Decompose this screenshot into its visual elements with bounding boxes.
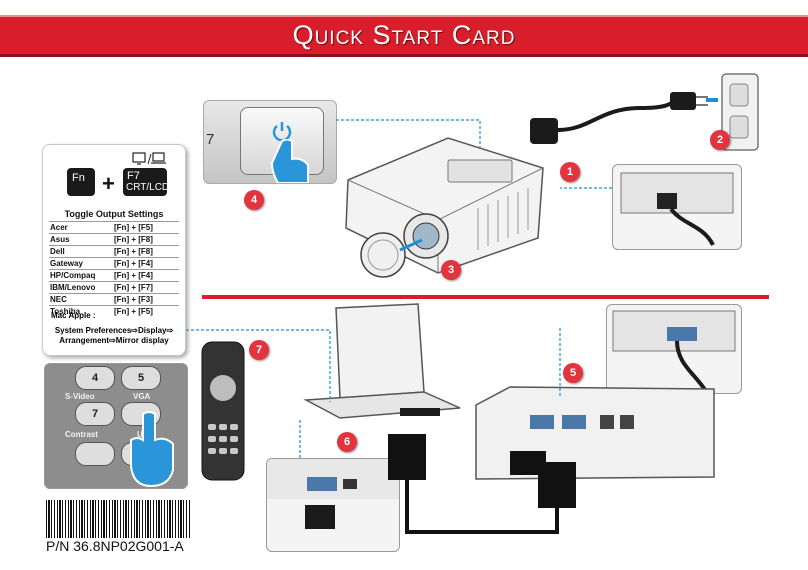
brand-name: NEC [49,293,113,306]
key-combo: [Fn] + [F7] [113,281,179,294]
key-4: 4 [75,366,115,390]
toggle-row: HP/Compaq[Fn] + [F4] [49,269,179,282]
vga-label: VGA [133,392,151,401]
toggle-output-card: Fn + F7 CRT/LCD Toggle Output Settings A… [42,144,186,356]
remote-control-illustration [201,341,245,481]
svideo-label: S-Video [65,392,95,401]
toggle-row: Dell[Fn] + [F8] [49,245,179,258]
mac-line-1: System Preferences⇨Display⇨ [54,326,174,335]
lens-cap-icon [360,232,406,278]
rear-vga-inset [606,304,742,394]
vent-grille [477,188,529,250]
panel-key-label: 7 [206,131,215,148]
power-cord-illustration [530,92,708,144]
key-combo: [Fn] + [F8] [113,245,179,258]
f7-key-label: F7 [127,170,140,182]
fn-key-label: Fn [72,172,85,184]
mac-line-2: Arrangement⇨Mirror display [59,336,169,345]
key-combo: [Fn] + [F4] [113,269,179,282]
partial-label: U [137,430,143,439]
toggle-row: NEC[Fn] + [F3] [49,293,179,306]
fn-key: Fn [67,168,95,196]
key-combo: [Fn] + [F3] [113,293,179,306]
pressing-hand-icon [130,411,174,488]
step-7-badge: 7 [249,340,269,360]
key-bottom-left [75,442,115,466]
toggle-row: Gateway[Fn] + [F4] [49,257,179,270]
rear-power-inset [612,164,742,250]
contrast-label: Contrast [65,430,98,439]
page-title: Quick Start Card [292,20,516,50]
key-5: 5 [121,366,161,390]
mac-apple-instructions: System Preferences⇨Display⇨ Arrangement⇨… [47,326,181,346]
toggle-row: Asus[Fn] + [F8] [49,233,179,246]
rear-panel-power-illustration [620,172,734,247]
toggle-output-table: Acer[Fn] + [F5]Asus[Fn] + [F8]Dell[Fn] +… [49,221,179,317]
step-2-badge: 2 [710,130,730,150]
part-number: P/N 36.8NP02G001-A [46,538,184,554]
brand-name: HP/Compaq [49,269,113,282]
pressing-hand-icon [270,139,309,183]
vga-cable-illustration [388,434,576,534]
power-button-zoom: 7 [203,100,337,184]
toggle-row: Acer[Fn] + [F5] [49,221,179,234]
barcode [46,500,190,538]
brand-name: Acer [49,221,113,234]
rear-panel-vga-illustration [612,310,736,393]
step-4-badge: 4 [244,190,264,210]
brand-name: Dell [49,245,113,258]
plus-sign: + [102,171,115,196]
step-5-badge: 5 [563,363,583,383]
step-1-badge: 1 [560,162,580,182]
toggle-row: Toshiba[Fn] + [F5] [49,305,179,317]
laptop-port-illustration [267,459,399,529]
brand-name: IBM/Lenovo [49,281,113,294]
monitor-laptop-icon [132,152,166,165]
key-combo: [Fn] + [F5] [113,305,179,317]
toggle-row: IBM/Lenovo[Fn] + [F7] [49,281,179,294]
laptop-port-inset [266,458,400,552]
mac-apple-label: Mac Apple : [51,311,96,320]
laptop-illustration [303,303,461,419]
wall-outlet-icon [721,73,759,151]
title-banner: Quick Start Card [0,15,808,57]
brand-name: Asus [49,233,113,246]
remote-keypad-zoom: 4 5 S-Video VGA 7 Contrast U [44,363,188,489]
brand-name: Gateway [49,257,113,270]
section-divider [202,295,769,299]
crt-lcd-label: CRT/LCD [126,182,170,193]
toggle-output-title: Toggle Output Settings [64,209,164,219]
f7-crt-lcd-key: F7 CRT/LCD [123,168,170,196]
key-combo: [Fn] + [F5] [113,221,179,234]
key-7: 7 [75,402,115,426]
step-3-badge: 3 [441,260,461,280]
key-combo: [Fn] + [F4] [113,257,179,270]
key-combo: [Fn] + [F8] [113,233,179,246]
step-6-badge: 6 [337,432,357,452]
brand-name: Toshiba [49,305,113,317]
